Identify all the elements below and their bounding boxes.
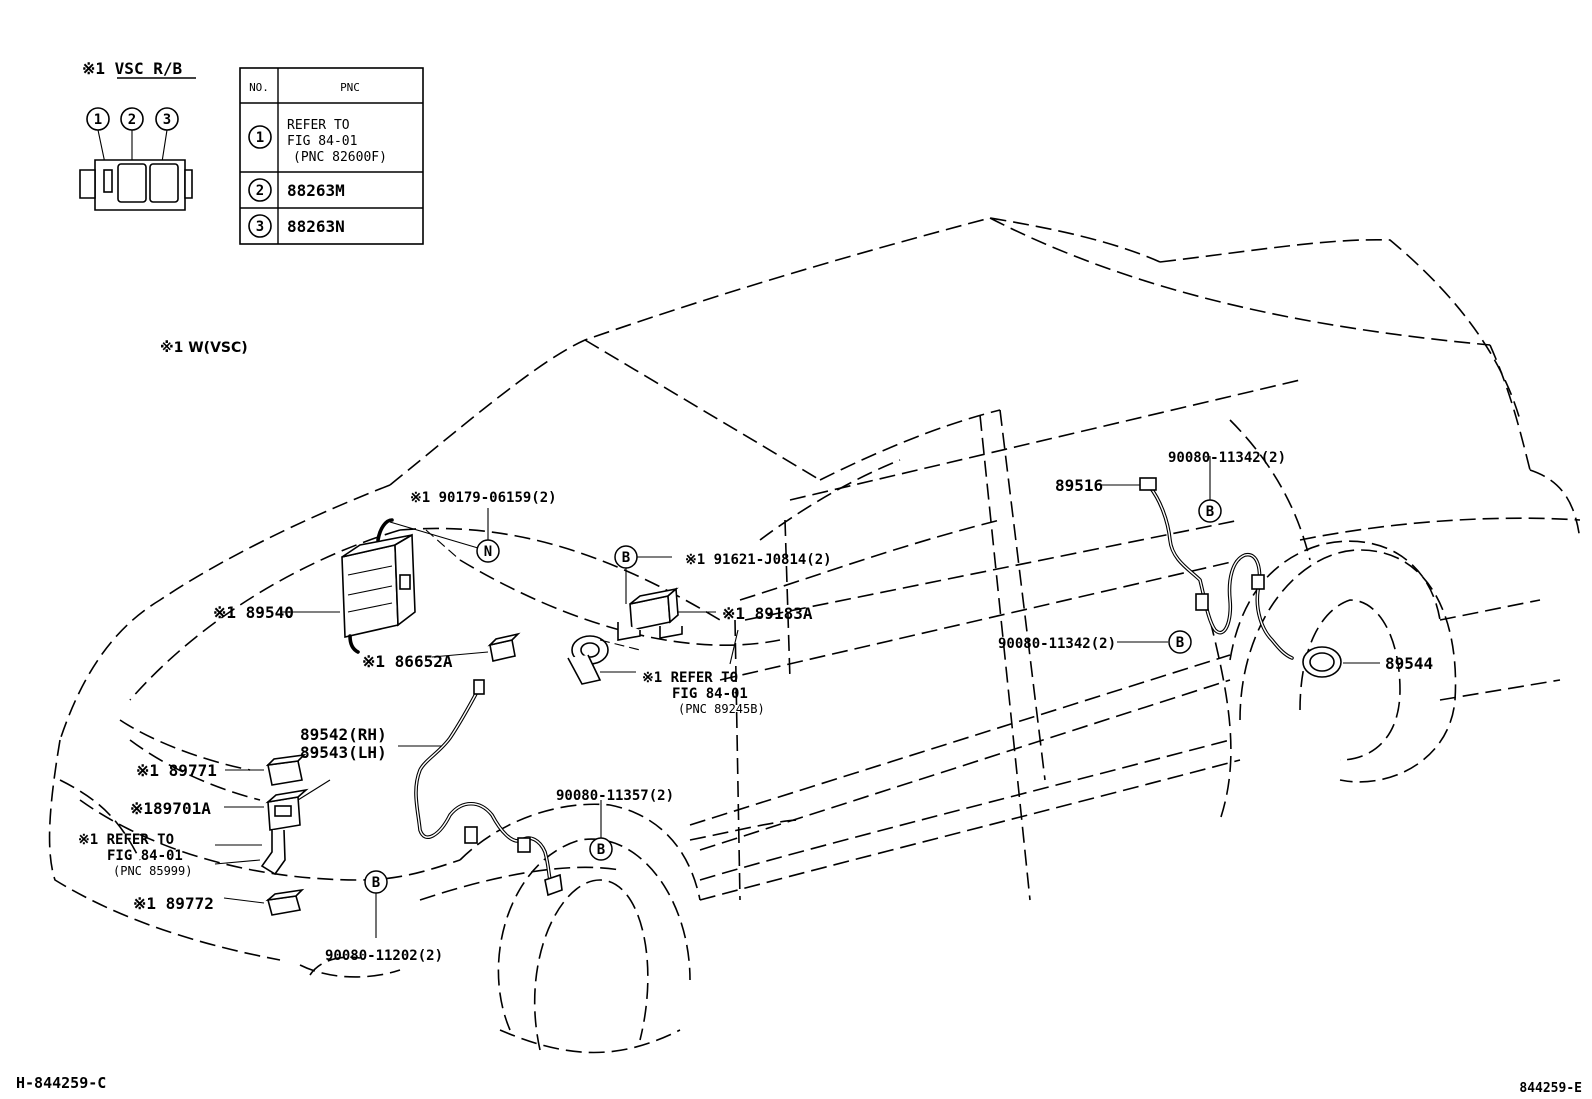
car-body-outline: [48, 217, 1581, 1054]
svg-text:(PNC 82600F): (PNC 82600F): [293, 150, 387, 165]
part-89771: [265, 753, 307, 786]
svg-text:B: B: [1206, 504, 1214, 520]
marker-b: B: [364, 870, 388, 894]
svg-text:3: 3: [256, 219, 264, 235]
drawing-number-left: H-844259-C: [16, 1074, 106, 1092]
callout-86652a: ※1 86652A: [362, 652, 453, 671]
yaw-rate-sensor: [617, 587, 683, 641]
relay-slot-3-marker: 3: [155, 107, 179, 131]
callout-refer-left-2: FIG 84-01: [107, 848, 183, 864]
relay-box-title: ※1 VSC R/B: [82, 59, 182, 78]
callout-refer-left-1: ※1 REFER TO: [78, 832, 174, 848]
callout-89701a: ※189701A: [130, 799, 211, 818]
front-speed-sensor-wire: [414, 679, 563, 897]
callout-89540: ※1 89540: [213, 603, 294, 622]
leader-lines: [214, 456, 1380, 938]
callout-90080-11342-mid: 90080-11342(2): [998, 636, 1116, 652]
callout-refer-center-3: (PNC 89245B): [678, 702, 765, 716]
callout-89542-rh: 89542(RH): [300, 725, 387, 744]
callout-91621-j0814: ※1 91621-J0814(2): [685, 552, 832, 568]
callout-90080-11357: 90080-11357(2): [556, 788, 674, 804]
callout-90080-11202: 90080-11202(2): [325, 948, 443, 964]
callout-89771: ※1 89771: [136, 761, 217, 780]
drawing-number-right: 844259-E: [1519, 1081, 1582, 1096]
svg-text:B: B: [622, 550, 630, 566]
callout-89543-lh: 89543(LH): [300, 743, 387, 762]
svg-text:88263M: 88263M: [287, 181, 345, 200]
marker-n: N: [476, 539, 500, 563]
svg-text:1: 1: [256, 130, 264, 146]
svg-text:2: 2: [256, 183, 264, 199]
callout-refer-center-2: FIG 84-01: [672, 686, 748, 702]
callout-90179-06159: ※1 90179-06159(2): [410, 490, 557, 506]
svg-text:2: 2: [128, 112, 136, 128]
relay-slot-1-marker: 1: [86, 107, 110, 131]
callout-labels: ※1 90179-06159(2) ※1 89540 ※1 86652A ※1 …: [78, 450, 1433, 964]
pnc-table-header-pnc: PNC: [340, 81, 360, 94]
callout-90080-11342-top: 90080-11342(2): [1168, 450, 1286, 466]
callout-89516: 89516: [1055, 476, 1103, 495]
svg-text:88263N: 88263N: [287, 217, 345, 236]
pnc-table: NO. PNC 1 REFER TO FIG 84-01 (PNC 82600F…: [239, 67, 424, 245]
callout-refer-left-3: (PNC 85999): [113, 864, 192, 878]
pnc-table-header-no: NO.: [249, 81, 269, 94]
marker-b: B: [1198, 499, 1222, 523]
steering-angle-sensor: [567, 635, 609, 685]
skid-control-ecu: [341, 518, 416, 654]
part-89701a: [260, 788, 309, 876]
marker-b: B: [614, 545, 638, 569]
callout-refer-center-1: ※1 REFER TO: [642, 670, 738, 686]
part-89772: [265, 888, 305, 916]
marker-b: B: [589, 837, 613, 861]
callout-89183a: ※1 89183A: [722, 604, 813, 623]
connector-86652a: [487, 632, 521, 662]
table-row: 3 88263N: [248, 214, 345, 238]
table-row: 2 88263M: [248, 178, 345, 202]
svg-text:N: N: [484, 544, 492, 560]
svg-text:FIG 84-01: FIG 84-01: [287, 134, 357, 149]
vsc-note: ※1 W(VSC): [160, 340, 248, 356]
callout-89772: ※1 89772: [133, 894, 214, 913]
svg-text:3: 3: [163, 112, 171, 128]
svg-text:B: B: [597, 842, 605, 858]
svg-text:REFER TO: REFER TO: [287, 118, 350, 133]
svg-text:B: B: [1176, 635, 1184, 651]
table-row: 1 REFER TO FIG 84-01 (PNC 82600F): [248, 118, 387, 165]
speed-sensor-rotor: [1302, 646, 1342, 678]
rear-speed-sensor-wire: [1139, 477, 1294, 660]
relay-box-diagram: ※1 VSC R/B 1 2 3: [79, 59, 196, 211]
callout-89544: 89544: [1385, 654, 1433, 673]
svg-text:B: B: [372, 875, 380, 891]
svg-text:1: 1: [94, 112, 102, 128]
relay-slot-2-marker: 2: [120, 107, 144, 131]
marker-b: B: [1168, 630, 1192, 654]
